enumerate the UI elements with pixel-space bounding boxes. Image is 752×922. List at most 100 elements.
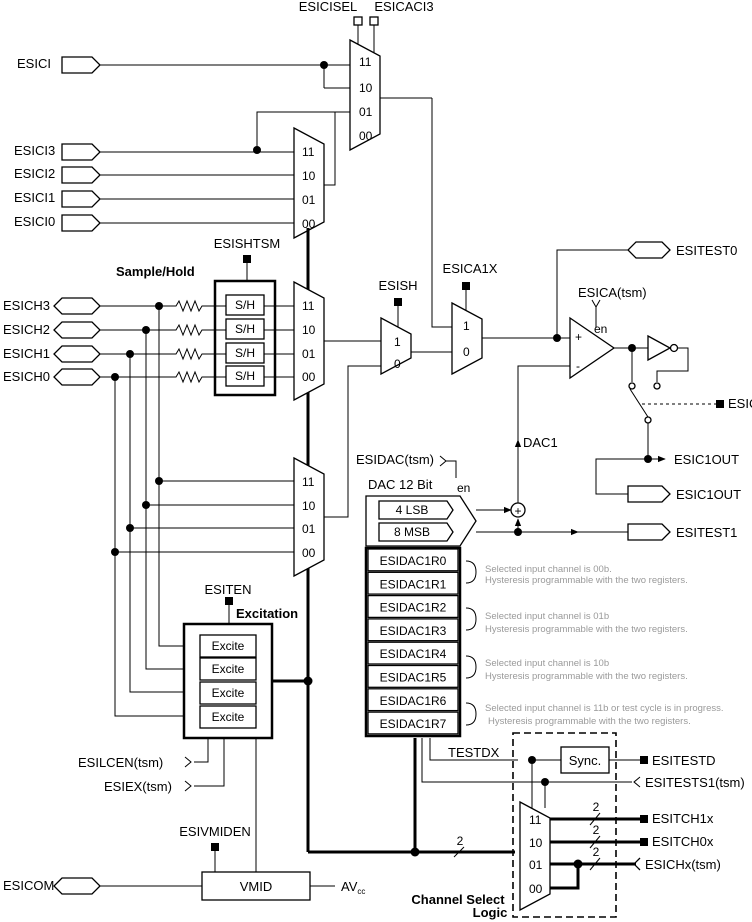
esici3-port <box>61 143 101 161</box>
note-00-line2: Hysteresis programmable with the two reg… <box>485 575 688 586</box>
common-mux-label-10: 10 <box>302 169 316 183</box>
esica1x-mux-body <box>451 301 483 376</box>
top-mux-label-00: 00 <box>359 129 373 143</box>
esish-mux: ESISH 1 0 <box>378 278 452 376</box>
esish-mux-label-1: 1 <box>394 335 401 349</box>
sh-cell-1-label: S/H <box>235 346 255 360</box>
dac-register-cell <box>367 664 459 688</box>
excite-cell-3 <box>199 634 257 658</box>
esica-tsm-label: ESICA(tsm) <box>578 285 647 300</box>
dac-lsb-label: 4 LSB <box>396 503 429 517</box>
esici0-label: ESICI0 <box>14 214 55 229</box>
sample-hold-title: Sample/Hold <box>116 264 195 279</box>
esici1-label: ESICI1 <box>14 190 55 205</box>
csl-mux-label-00: 00 <box>529 882 543 896</box>
esicom-port <box>53 877 101 895</box>
esich1-label: ESICH1 <box>3 346 50 361</box>
common-mux-body <box>293 126 325 240</box>
esici-label: ESICI <box>17 56 51 71</box>
esici1-port <box>61 190 101 208</box>
esidac-tsm-label: ESIDAC(tsm) <box>356 452 434 467</box>
note-10-line2: Hysteresis programmable with the two reg… <box>485 671 688 682</box>
esici3-label: ESICI3 <box>14 143 55 158</box>
dac-register-cell <box>367 548 459 572</box>
note-00-line1: Selected input channel is 00b. <box>485 564 612 575</box>
register-notes: Selected input channel is 00b. Hysteresi… <box>465 560 724 727</box>
esish-label: ESISH <box>378 278 417 293</box>
esish-mux-label-0: 0 <box>394 357 401 371</box>
ch2-mux-label-11: 11 <box>302 475 315 489</box>
comparator-enable-label: en <box>594 322 607 336</box>
esitch1x-label: ESITCH1x <box>652 811 714 826</box>
esish-mux-body <box>380 316 412 376</box>
dac-title: DAC 12 Bit <box>368 477 433 492</box>
ch2-mux-label-10: 10 <box>302 499 316 513</box>
common-mux-label-11: 11 <box>302 145 315 159</box>
dac-register-label: ESIDAC1R2 <box>380 601 447 615</box>
channel-inputs: ESICH3 ESICH2 ESICH1 ESICH0 <box>3 297 294 717</box>
esich2-port <box>53 321 101 339</box>
dac-lsb-box <box>378 500 454 520</box>
esichx-width: 2 <box>593 845 600 859</box>
esivmiden-control-square <box>211 843 219 851</box>
esitest1-label: ESITEST1 <box>676 525 737 540</box>
dac-register-cell <box>367 571 459 595</box>
note-01-line1: Selected input channel is 01b <box>485 611 609 622</box>
vmid-block: ESIVMIDEN VMID ESICOM AVcc <box>3 824 365 901</box>
esitest0-label: ESITEST0 <box>676 243 737 258</box>
dac-register-label: ESIDAC1R1 <box>380 577 447 591</box>
esitestd-label: ESITESTD <box>652 753 716 768</box>
esivmiden-label: ESIVMIDEN <box>179 824 251 839</box>
esiten-label: ESITEN <box>205 582 252 597</box>
csl-mux-label-10: 10 <box>529 836 543 850</box>
esica1x-control-square <box>462 282 470 290</box>
dac-register-stack: ESIDAC1R0ESIDAC1R1ESIDAC1R2ESIDAC1R3ESID… <box>364 546 462 738</box>
esica1x-mux-label-1: 1 <box>463 319 470 333</box>
esicaci3-control-square <box>369 16 379 26</box>
esitestd-control-square <box>640 756 648 764</box>
esica1x-mux: ESICA1X 1 0 <box>443 261 570 376</box>
avcc-label: AVcc <box>341 879 365 896</box>
excite-cell-2-label: Excite <box>212 662 245 676</box>
ch-mux-label-10: 10 <box>302 323 316 337</box>
csl-mux-label-01: 01 <box>529 858 543 872</box>
channel-mux-lower-body <box>293 456 325 578</box>
esiten-control-square <box>225 597 233 605</box>
esica1x-mux-label-0: 0 <box>463 345 470 359</box>
common-input-ports: ESICI3 ESICI2 ESICI1 ESICI0 <box>14 143 294 232</box>
esici0-port <box>61 214 101 232</box>
esitch1x-width: 2 <box>593 800 600 814</box>
dac-register-cell <box>367 711 459 735</box>
csl-title-line2: Logic <box>473 905 508 920</box>
dac-register-cell <box>367 641 459 665</box>
dac-msb-label: 8 MSB <box>394 525 430 539</box>
ch-mux-label-00: 00 <box>302 370 316 384</box>
top-input-mux: ESICISEL ESICACI3 11 10 01 00 <box>299 0 434 152</box>
channel-mux-upper-body <box>293 280 325 402</box>
sync-box <box>560 746 610 774</box>
esiex-label: ESIEX(tsm) <box>104 779 172 794</box>
esichx-tsm-label: ESICHx(tsm) <box>645 857 721 872</box>
common-mux-label-00: 00 <box>302 217 316 231</box>
sync-label: Sync. <box>569 753 602 768</box>
common-inputs-mux: 11 10 01 00 <box>253 97 452 328</box>
excite-cell-1 <box>199 681 257 705</box>
esidac-tsm-enable: ESIDAC(tsm) <box>356 452 457 478</box>
esich3-label: ESICH3 <box>3 298 50 313</box>
esich1-port <box>53 345 101 363</box>
esic1out-port-label: ESIC1OUT <box>676 487 741 502</box>
excite-cell-0-label: Excite <box>212 710 245 724</box>
channel-select-logic: TESTDX Sync. ESITESTD ESITESTS1(tsm) 11 … <box>411 732 745 920</box>
excite-cell-2 <box>199 657 257 681</box>
esicaci3-label: ESICACI3 <box>374 0 433 14</box>
esilcen-label: ESILCEN(tsm) <box>78 755 163 770</box>
sh-cell-2-label: S/H <box>235 322 255 336</box>
esish-control-square <box>394 298 402 306</box>
esitch0x-width: 2 <box>593 823 600 837</box>
bus-width-label: 2 <box>457 834 464 848</box>
note-11-line2: Hysteresis programmable with the two reg… <box>488 716 691 727</box>
dac-12bit: DAC 12 Bit en 4 LSB 8 MSB + ESITEST1 <box>365 477 737 547</box>
sh-cell-3 <box>225 294 265 316</box>
ch-mux-label-01: 01 <box>302 347 316 361</box>
excitation-block: ESITEN Excitation Excite Excite Excite E… <box>78 582 308 872</box>
